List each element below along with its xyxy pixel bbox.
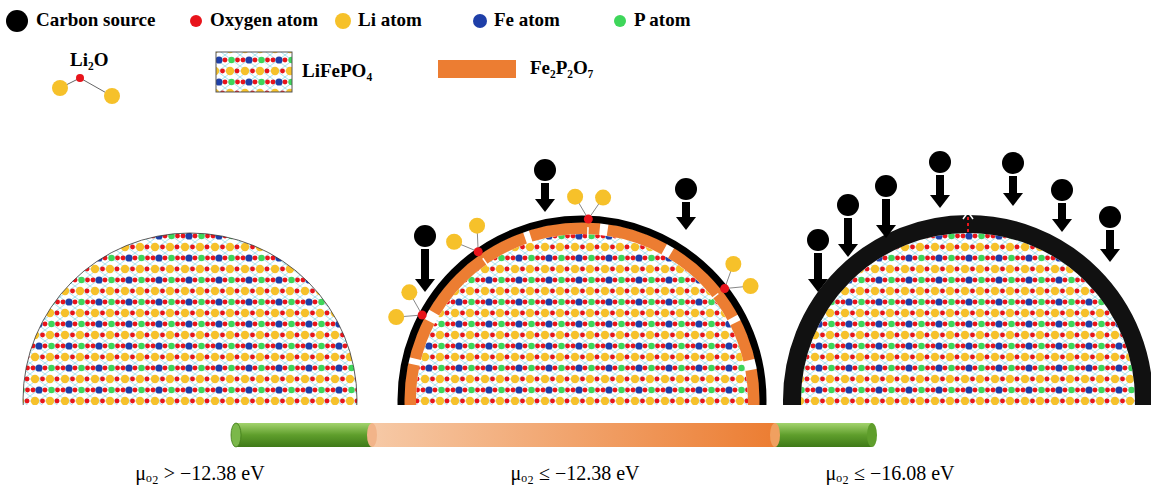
legend-dot [473,14,487,28]
legend-text: Li atom [358,9,422,31]
particle-carbon [792,212,1144,405]
legend-bar [438,60,516,78]
legend-text: LiFePO₄ [302,60,372,82]
legend-dot [335,13,351,29]
legend-text: Li₂O [70,49,108,71]
particle-fe2p2o7 [401,219,763,405]
potential-bar [231,423,877,447]
legend-text: Oxygen atom [210,9,318,31]
legend-dot [190,15,202,27]
particle [23,233,357,405]
potential-label: μₒ₂ ≤ −12.38 eV [510,462,639,485]
li2o-sample [52,74,120,104]
legend-dot [614,15,626,27]
legend-text: Fe atom [494,9,560,31]
legend-text: Carbon source [36,9,155,31]
legend-text: P atom [634,9,690,31]
legend-text: Fe₂P₂O₇ [530,57,594,79]
potential-label: μₒ₂ > −12.38 eV [135,462,264,485]
potential-label: μₒ₂ ≤ −16.08 eV [825,462,954,485]
lifepo4-sample [216,52,292,92]
legend-dot [6,10,28,32]
